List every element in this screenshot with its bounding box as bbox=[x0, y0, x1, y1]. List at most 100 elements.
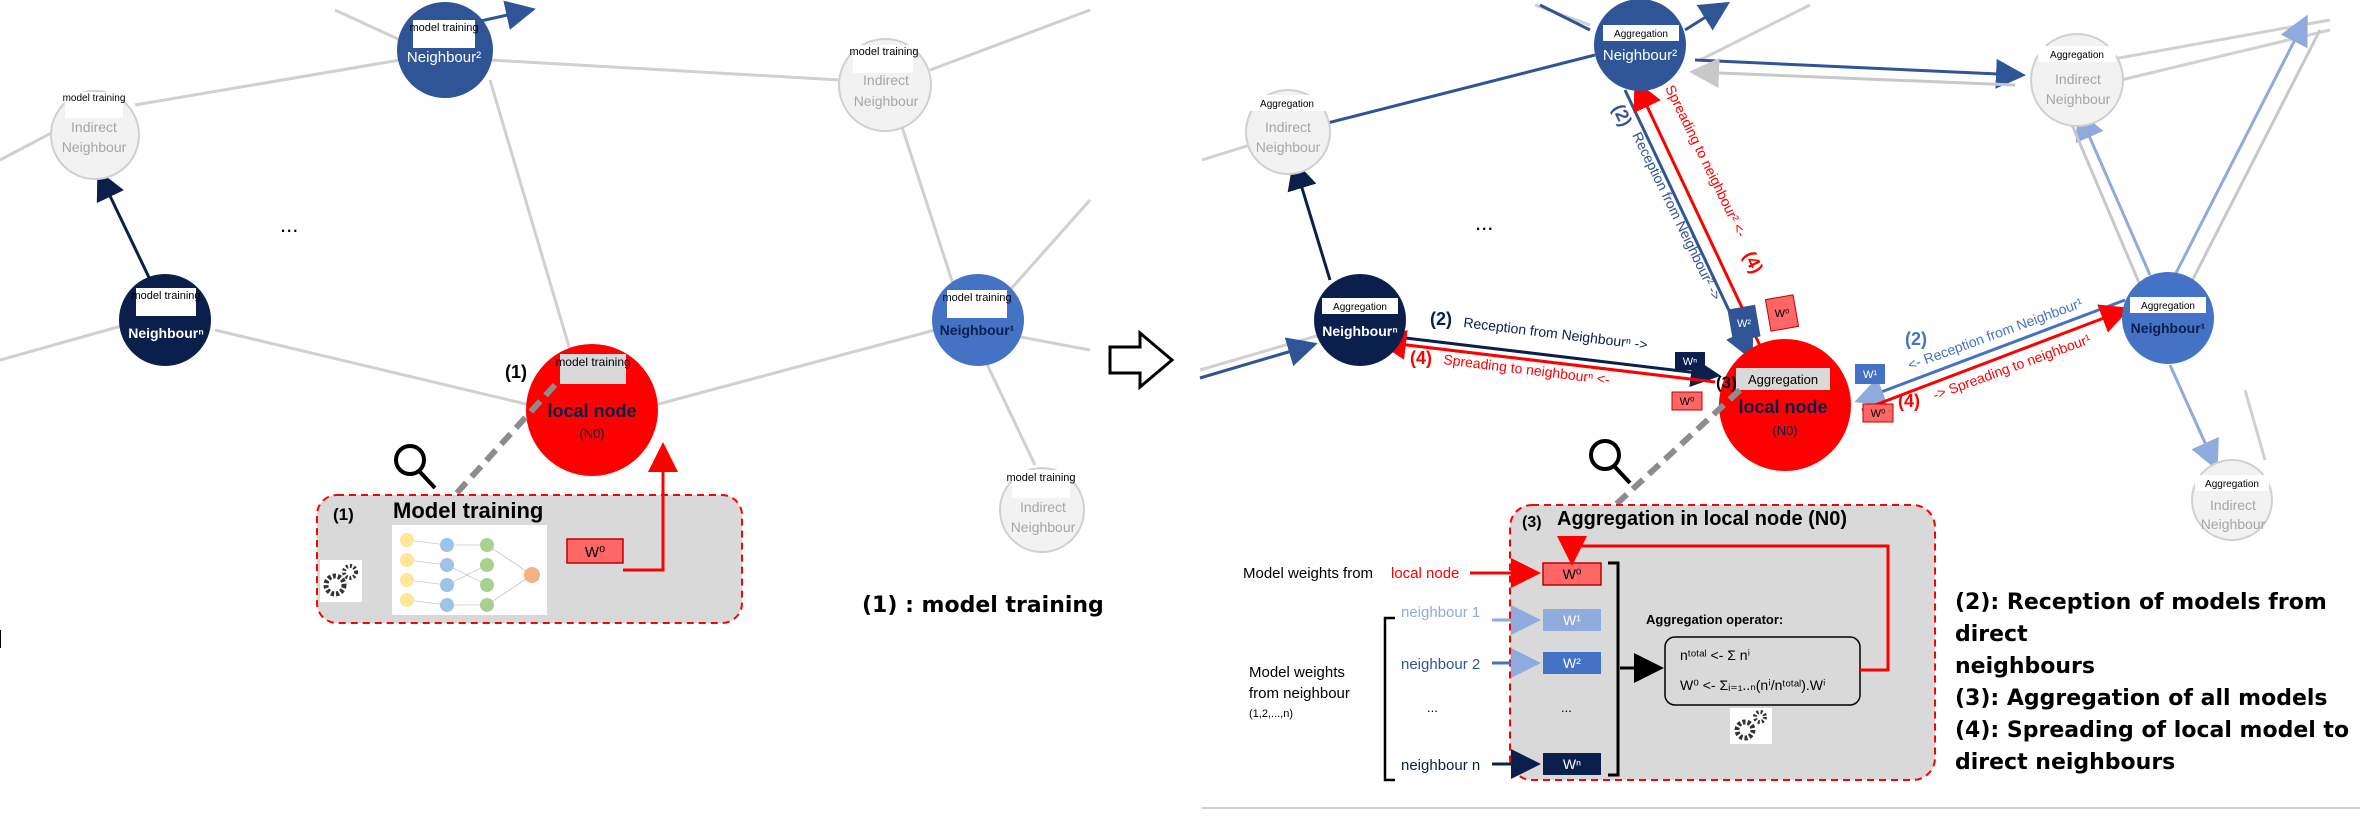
svg-text:Aggregation: Aggregation bbox=[1333, 302, 1387, 313]
svg-text:W⁰: W⁰ bbox=[585, 544, 605, 561]
svg-text:(4): (4) bbox=[1898, 391, 1920, 411]
svg-text:Indirect: Indirect bbox=[1265, 119, 1311, 135]
model-training-panel: (1) Model training W⁰ bbox=[316, 442, 743, 624]
svg-text:W¹: W¹ bbox=[1563, 612, 1581, 628]
gear-icon-aggregation bbox=[1730, 708, 1772, 744]
svg-text:Wⁿ: Wⁿ bbox=[1563, 756, 1581, 772]
left-indirect-neighbour-topright: model training Indirect Neighbour bbox=[838, 38, 932, 132]
magnifier-icon bbox=[394, 444, 437, 490]
svg-text:Aggregation: Aggregation bbox=[2205, 479, 2259, 490]
edge-n2-to-indirect bbox=[1294, 53, 1596, 139]
gear-icon bbox=[320, 560, 362, 602]
svg-text:local node: local node bbox=[547, 401, 636, 421]
svg-text:Aggregation operator:: Aggregation operator: bbox=[1646, 612, 1783, 627]
right-local-node: Aggregation local node (N0) bbox=[1719, 339, 1851, 471]
svg-text:local node: local node bbox=[1738, 397, 1827, 417]
transition-arrow bbox=[1108, 329, 1175, 391]
svg-text:(2): (2) bbox=[1905, 329, 1927, 349]
left-caption: (1) : model training bbox=[862, 593, 1104, 618]
svg-text:Indirect: Indirect bbox=[2210, 497, 2256, 513]
svg-text:Neighbour: Neighbour bbox=[2046, 91, 2111, 107]
right-zoom-link bbox=[1607, 387, 1743, 513]
left-indirect-neighbour-bottomright: model training Indirect Neighbour bbox=[999, 467, 1085, 553]
left-local-node: model training local node (N0) bbox=[526, 344, 658, 476]
svg-text:(4): (4) bbox=[1410, 348, 1432, 368]
svg-text:W²: W² bbox=[1737, 318, 1751, 330]
right-neighbour2-node: Aggregation Neighbour² bbox=[1594, 0, 1686, 91]
right-legend: (2): Reception of models from direct nei… bbox=[1955, 587, 2360, 779]
edge-n2-to-indirect-right bbox=[1694, 58, 2026, 89]
svg-text:Spreading to neighbourⁿ <-: Spreading to neighbourⁿ <- bbox=[1443, 351, 1611, 387]
svg-text:(N0): (N0) bbox=[1772, 423, 1797, 438]
magnifier-icon-right bbox=[1589, 439, 1632, 485]
svg-text:W⁰: W⁰ bbox=[1563, 566, 1582, 582]
svg-text:model training: model training bbox=[849, 46, 918, 58]
reception-from-neighbourN-arrow bbox=[1379, 333, 1721, 388]
svg-text:from neighbour: from neighbour bbox=[1249, 685, 1350, 702]
svg-text:Neighbour²: Neighbour² bbox=[1603, 47, 1677, 64]
legend-line-2: neighbours bbox=[1955, 654, 2096, 679]
left-neighbourN-node: model training Neighbourⁿ bbox=[119, 274, 211, 366]
legend-line-5: direct neighbours bbox=[1955, 750, 2176, 775]
svg-text:(1): (1) bbox=[333, 505, 354, 524]
svg-text:Neighbour: Neighbour bbox=[854, 93, 919, 109]
svg-text:Neighbour¹: Neighbour¹ bbox=[940, 322, 1015, 338]
svg-text:Neighbourⁿ: Neighbourⁿ bbox=[1322, 323, 1398, 339]
svg-text:W⁰: W⁰ bbox=[1775, 308, 1790, 320]
right-indirect-neighbour-bottom: Aggregation Indirect Neighbour bbox=[2191, 459, 2273, 541]
reception-from-neighbour1-arrow bbox=[1854, 298, 2126, 406]
svg-text:Wⁿ: Wⁿ bbox=[1683, 356, 1697, 368]
edge-n1-to-indirect bbox=[2075, 109, 2152, 276]
svg-text:local node: local node bbox=[1391, 565, 1459, 582]
left-step1-marker: (1) bbox=[505, 362, 527, 382]
svg-text:Neighbour: Neighbour bbox=[1011, 519, 1076, 535]
svg-text:W⁰: W⁰ bbox=[1680, 396, 1695, 408]
svg-text:(3): (3) bbox=[1522, 514, 1542, 531]
left-neighbour2-node: model training Neighbour² bbox=[397, 2, 493, 98]
edge-nN-left-in bbox=[1199, 337, 1318, 380]
svg-text:Indirect: Indirect bbox=[863, 72, 909, 88]
legend-line-1: (2): Reception of models from direct bbox=[1955, 590, 2327, 647]
left-network-edges bbox=[0, 8, 1092, 466]
svg-text:Model weights from: Model weights from bbox=[1243, 565, 1373, 582]
svg-text:Indirect: Indirect bbox=[1020, 499, 1066, 515]
svg-text:neighbour n: neighbour n bbox=[1401, 757, 1480, 774]
spreading-to-neighbourN-arrow bbox=[1376, 329, 1716, 384]
edge-n1-to-bottom-indirect bbox=[2168, 364, 2219, 471]
svg-text:W²: W² bbox=[1563, 655, 1581, 671]
neural-network-image bbox=[392, 525, 547, 615]
edge-neighbourN-indirect bbox=[96, 169, 157, 291]
svg-text:Model training: Model training bbox=[393, 498, 543, 523]
svg-text:Model weights: Model weights bbox=[1249, 664, 1345, 681]
edge-indirect-to-n2 bbox=[1689, 57, 2016, 88]
svg-text:model training: model training bbox=[942, 292, 1011, 304]
svg-text:(N0): (N0) bbox=[579, 426, 604, 441]
svg-text:W⁰ <- Σᵢ₌₁..ₙ(nⁱ/nᵗᵒᵗᵃˡ).Wⁱ: W⁰ <- Σᵢ₌₁..ₙ(nⁱ/nᵗᵒᵗᵃˡ).Wⁱ bbox=[1680, 677, 1826, 693]
right-neighbour1-node: Aggregation Neighbour¹ bbox=[2122, 272, 2214, 364]
spreading-to-neighbour2-arrow bbox=[1633, 79, 1764, 351]
edge-n2-up bbox=[1684, 1, 1731, 32]
edge-n1-topright-2 bbox=[2188, 29, 2322, 286]
svg-text:model training: model training bbox=[1006, 472, 1075, 484]
svg-text:Neighbour²: Neighbour² bbox=[407, 49, 481, 66]
svg-text:(2): (2) bbox=[1430, 309, 1452, 329]
svg-text:Aggregation in local node (N0: Aggregation in local node (N0) bbox=[1557, 508, 1847, 530]
svg-text:Aggregation: Aggregation bbox=[1614, 29, 1668, 40]
svg-text:Neighbour: Neighbour bbox=[62, 139, 127, 155]
svg-text:Indirect: Indirect bbox=[71, 119, 117, 135]
edge-n2-topleft bbox=[1539, 3, 1591, 32]
right-indirect-neighbour-right: Aggregation Indirect Neighbour bbox=[2030, 33, 2124, 127]
svg-text:<- Reception from Neighbour¹: <- Reception from Neighbour¹ bbox=[1906, 294, 2085, 372]
aggregation-panel: (3) Aggregation in local node (N0) Model… bbox=[1243, 504, 1936, 782]
svg-text:neighbour 1: neighbour 1 bbox=[1401, 604, 1480, 621]
right-indirect-neighbour-left: Aggregation Indirect Neighbour bbox=[1245, 89, 1331, 175]
svg-text:...: ... bbox=[1561, 700, 1572, 715]
left-indirect-neighbour-topleft: model training Indirect Neighbour bbox=[50, 90, 140, 180]
svg-text:(1,2,...,n): (1,2,...,n) bbox=[1249, 708, 1293, 720]
legend-line-3: (3): Aggregation of all models bbox=[1955, 686, 2328, 711]
svg-text:Aggregation: Aggregation bbox=[1260, 99, 1314, 110]
svg-text:neighbour 2: neighbour 2 bbox=[1401, 656, 1480, 673]
right-step3-marker: (3) bbox=[1716, 373, 1737, 392]
edge-weight-boxes: Wⁿ W⁰ W² W⁰ W¹ W⁰ bbox=[1671, 294, 1894, 423]
